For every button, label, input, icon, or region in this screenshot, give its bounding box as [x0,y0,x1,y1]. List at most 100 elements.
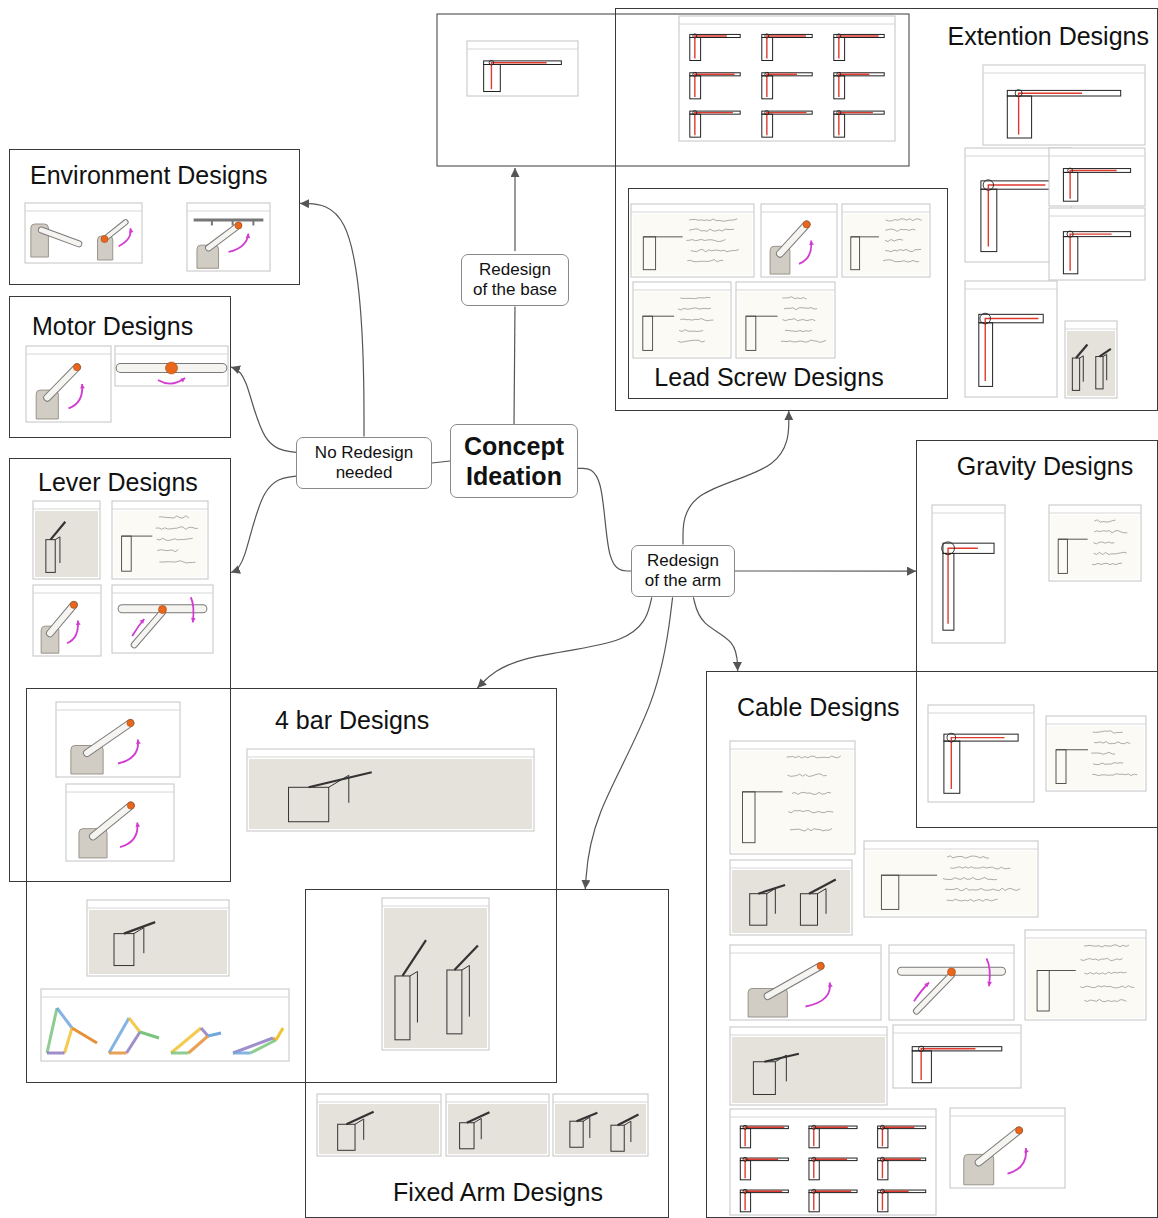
pulley [765,34,769,38]
sketch-post-side [410,971,417,1022]
cable-line [1070,170,1117,198]
sketch-thumbnail [1049,505,1141,581]
thumbnail-header [631,212,754,213]
sketch-post [743,792,756,843]
pulley [812,1189,816,1193]
sketch-thumbnail [112,501,208,579]
pulley [765,72,769,76]
photo-ground [732,1037,885,1103]
pulley [1015,90,1022,97]
thumbnail-header [1049,216,1145,217]
sketch-thumbnail [679,16,895,141]
cable-line [814,1191,851,1210]
thumbnail-frame [889,945,1014,1020]
pivot-dot [948,968,956,976]
arm-outline [134,612,162,645]
thumbnail-header [842,212,930,213]
thumbnail-frame [25,203,142,263]
handwriting-scribble [159,561,195,563]
arm-outline [41,230,78,244]
sketch-post [800,894,817,926]
handwriting-scribble [1093,542,1114,544]
pulley [880,1125,884,1129]
pulley [980,313,991,324]
pulley [837,72,841,76]
paper-ground [732,751,853,852]
thumbnail-frame [317,1094,441,1156]
connector [300,203,364,436]
pulley [837,34,841,38]
pulley [1067,231,1073,237]
thumbnail-frame [382,898,489,1050]
thumbnail-frame [679,16,895,141]
pivot-dot [74,364,81,371]
sketch-thumbnail [932,505,1005,643]
design-group: Extention DesignsLead Screw Designs [615,8,1158,411]
group-title: Cable Designs [737,692,900,722]
handwriting-scribble [1094,520,1115,522]
thumbnail-frame [730,860,852,935]
sketch-thumbnail [633,282,731,358]
sketch-arm [743,791,783,792]
sketch-thumbnail [382,898,489,1050]
thumbnail-header [112,593,213,594]
sketch-thumbnail [446,1094,549,1156]
cable-line [948,548,978,624]
arm-fill [41,230,78,244]
thumbnail-frame [842,204,930,277]
sketch-post-side [474,1118,481,1139]
handwriting-scribble [1094,531,1127,533]
thumbnail-frame [631,204,754,277]
pulley [765,111,769,115]
thumbnail-header [730,1117,936,1118]
sketch-thumbnail [33,585,101,656]
paper-ground [114,511,206,577]
sketch-thumbnail [553,1094,648,1156]
sketch-arm [643,316,674,317]
linkage-bar [65,1028,73,1053]
sketch-thumbnail [893,1025,1021,1088]
motion-arrow-head [809,241,814,246]
cable-line [745,1159,778,1178]
sketch-thumbnail [1046,716,1146,791]
handwriting-scribble [885,249,921,251]
connector [477,597,651,688]
pulley [880,1157,884,1161]
paper-ground [633,214,752,275]
handwriting-scribble [1093,731,1123,733]
cable-line [695,36,727,59]
handwriting-scribble [1081,958,1123,960]
sketch-post-side [624,1121,631,1142]
sketch-thumbnail [965,281,1057,397]
sketch-thumbnail [889,945,1014,1020]
handwriting-scribble [790,829,832,831]
motion-arrow-head [129,228,134,233]
box-label: No Redesign needed [309,443,419,484]
thumbnail-header [112,509,208,510]
photo-ground [35,511,98,577]
sketch-thumbnail [26,346,111,422]
sketch-thumbnail [842,204,930,277]
design-group: Lead Screw Designs [628,188,948,399]
linkage-extension [140,1032,159,1038]
sketch-post [1096,357,1103,389]
thumbnail-header [382,906,489,907]
sketch-post [851,237,860,270]
arm-outline [979,1130,1019,1162]
thumbnail-header [730,868,852,869]
sketch-thumbnail [115,346,228,386]
design-group: Motor Designs [9,296,231,438]
sketch-thumbnail [730,1027,887,1105]
thumbnail-header [33,509,100,510]
thumbnail-header [730,1035,887,1036]
cable-line [491,63,546,90]
linkage-bar [201,1028,208,1036]
group-title: Environment Designs [30,160,268,190]
thumbnail-header [467,49,578,50]
pulley [919,1046,924,1051]
sketch-post [746,316,756,350]
sketch-arm [1056,749,1088,750]
pulley [983,180,993,190]
motion-arrow [69,384,83,408]
